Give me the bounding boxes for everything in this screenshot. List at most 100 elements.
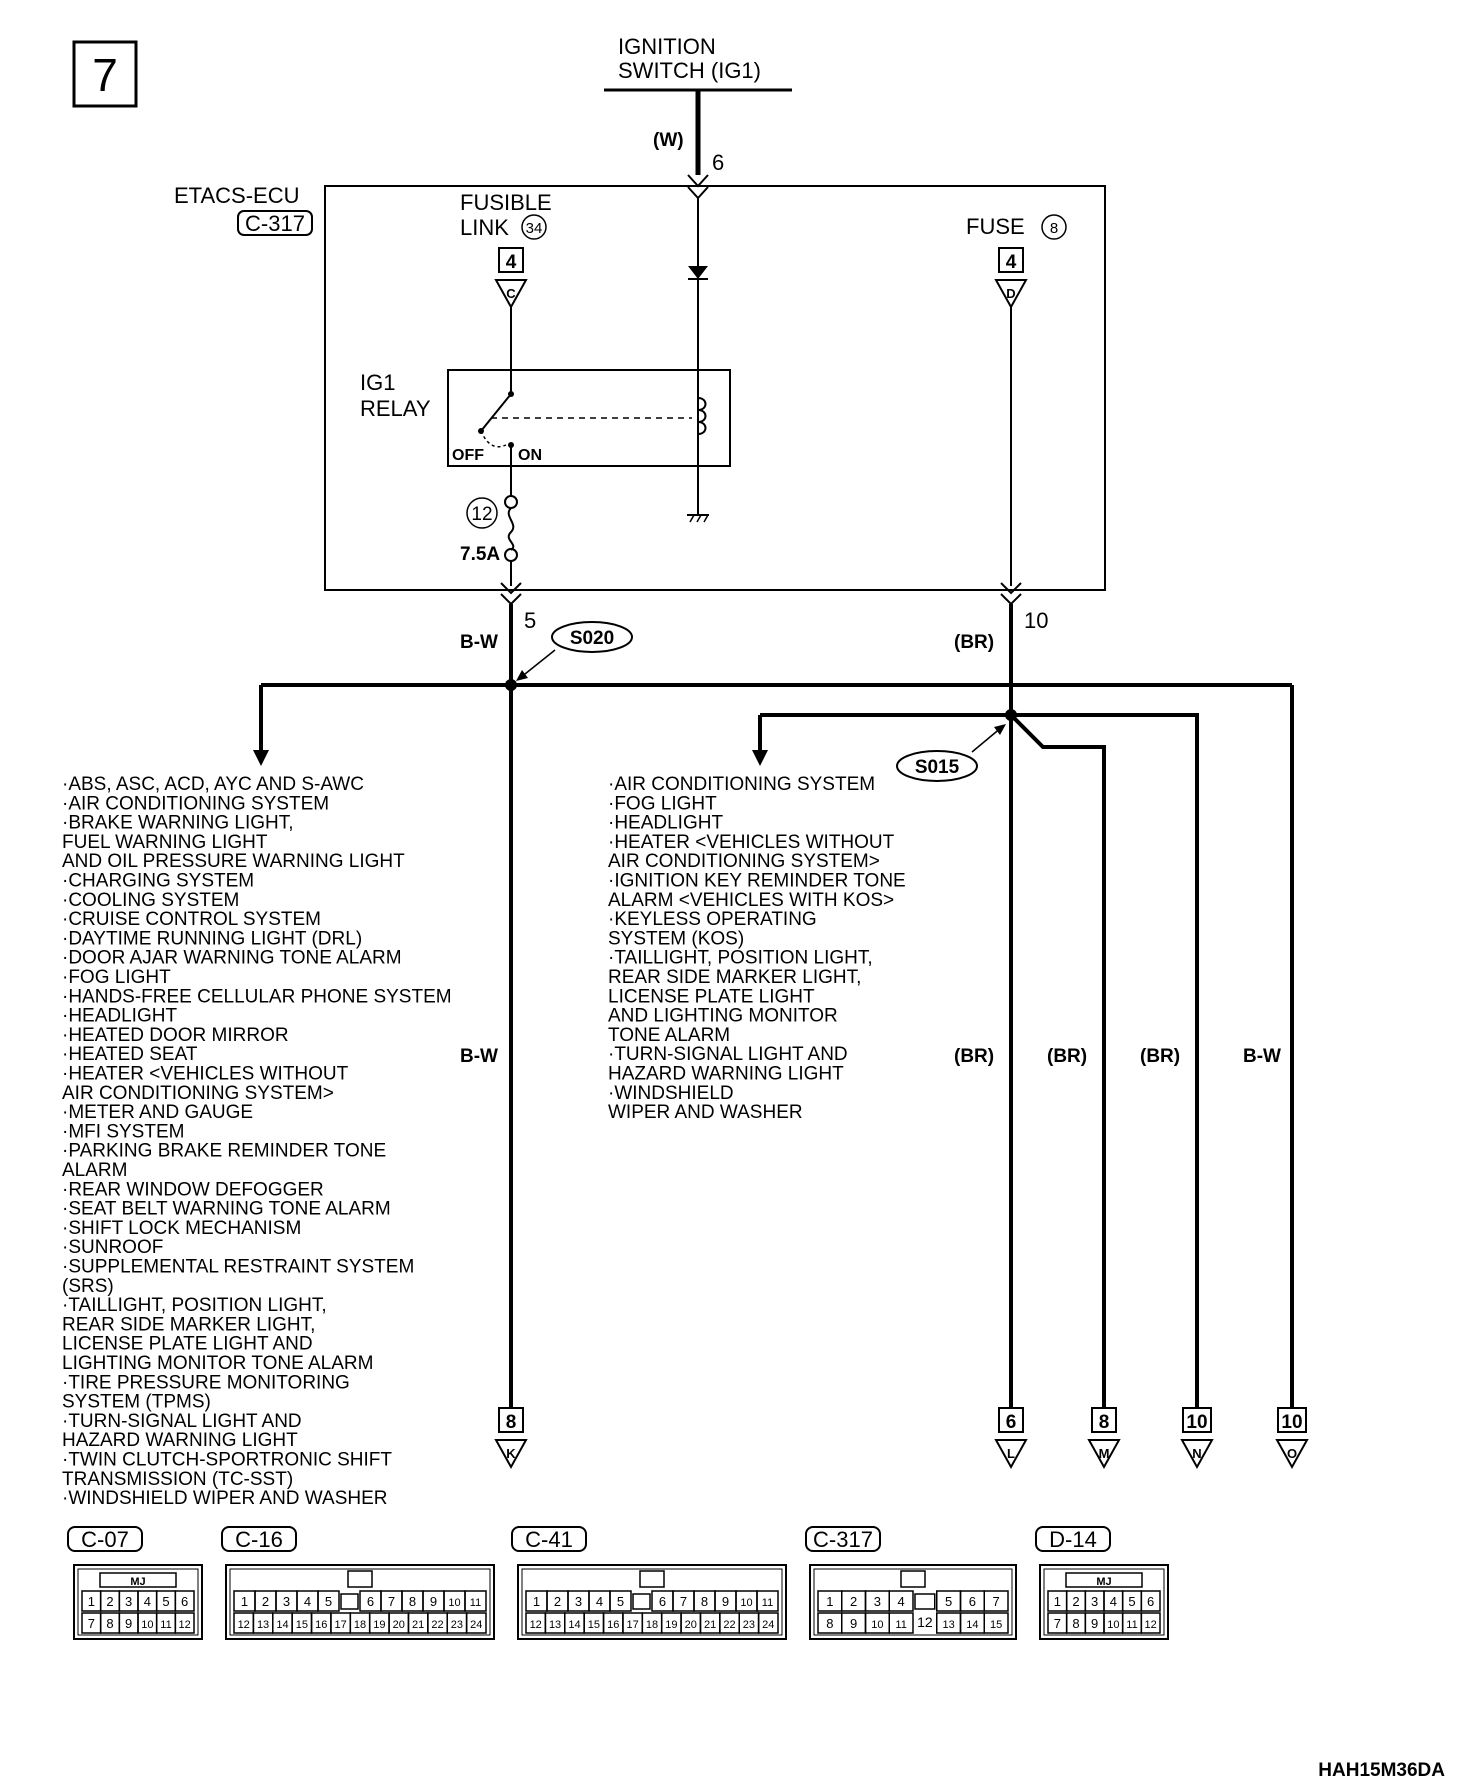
- connector-pin: 9: [1091, 1616, 1098, 1631]
- ground-hatch-1: [689, 514, 695, 523]
- connector-lock: [900, 1570, 926, 1588]
- left-list-item: ·SEAT BELT WARNING TONE ALARM: [62, 1199, 391, 1220]
- left-list-item: (SRS): [62, 1276, 114, 1297]
- left-list-item: AIR CONDITIONING SYSTEM>: [62, 1083, 334, 1104]
- connector-id-badge: [1035, 1526, 1111, 1552]
- connector-pin: 14: [568, 1619, 580, 1631]
- connector-pin: 16: [607, 1619, 619, 1631]
- right-list-item: ·HEADLIGHT: [608, 813, 723, 834]
- top-wire-pin: 6: [712, 150, 724, 175]
- fusible-link-number: 34: [526, 220, 543, 237]
- right-list-item: TONE ALARM: [608, 1025, 730, 1046]
- connector-pin: 6: [1147, 1594, 1154, 1609]
- connector-pin-cell: [1140, 1590, 1161, 1612]
- relay-switch-arm: [480, 393, 512, 432]
- connector-inner-outline: [521, 1568, 783, 1636]
- connector-pin: 11: [1126, 1619, 1137, 1631]
- page-ref-box: [1182, 1407, 1212, 1433]
- left-list-item: AND OIL PRESSURE WARNING LIGHT: [62, 851, 405, 872]
- fuse-label: FUSE: [966, 214, 1025, 239]
- splice-s020-node: [505, 679, 517, 691]
- connector-pin: 4: [1110, 1594, 1117, 1609]
- connector-pin: 3: [1091, 1594, 1098, 1609]
- connector-pin: 10: [448, 1597, 460, 1609]
- connector-pin-cell: [609, 1590, 632, 1612]
- connector-pin: 12: [1145, 1619, 1157, 1631]
- connector-pin: 1: [88, 1594, 95, 1609]
- connector-empty-cavity: [914, 1593, 936, 1610]
- connector-pin: 20: [393, 1619, 405, 1631]
- left-list-item: ·TWIN CLUTCH-SPORTRONIC SHIFT: [62, 1450, 392, 1471]
- relay-label-2: RELAY: [360, 396, 431, 421]
- connector-pin: 24: [762, 1619, 774, 1631]
- right-list-item: ·TAILLIGHT, POSITION LIGHT,: [608, 948, 873, 969]
- connector-pin: 16: [315, 1619, 327, 1631]
- fuse12-number: 12: [471, 504, 492, 525]
- connector-id: C-317: [813, 1527, 873, 1552]
- br-wire-m: [1009, 713, 1106, 1408]
- s020-pointer-head: [516, 670, 528, 681]
- left-list-item: ·TURN-SIGNAL LIGHT AND: [62, 1411, 302, 1432]
- right-list-item: ALARM <VEHICLES WITH KOS>: [608, 890, 894, 911]
- fuse12-element: [507, 507, 515, 551]
- connector-id: C-41: [525, 1527, 573, 1552]
- connector-pin: 9: [430, 1594, 437, 1609]
- connector-pin: 7: [388, 1594, 395, 1609]
- left-list-item: ·SHIFT LOCK MECHANISM: [62, 1218, 301, 1239]
- s020-pointer: [519, 649, 556, 679]
- left-list-item: ·TAILLIGHT, POSITION LIGHT,: [62, 1295, 327, 1316]
- connector-pin: 8: [826, 1616, 833, 1631]
- page-ref-triangle: [1275, 1439, 1309, 1470]
- fusible-link-label-1: FUSIBLE: [460, 190, 552, 215]
- left-list-item: ·FOG LIGHT: [62, 967, 171, 988]
- left-list-item: ·SUNROOF: [62, 1237, 163, 1258]
- connector-pin: 4: [144, 1594, 151, 1609]
- connector-body: [809, 1564, 1017, 1640]
- figure-code: HAH15M36DA: [1318, 1760, 1445, 1781]
- connector-pin: 2: [554, 1594, 561, 1609]
- connector-pin: 2: [106, 1594, 113, 1609]
- page-number-box: [72, 40, 138, 108]
- connector-pin: 13: [549, 1619, 561, 1631]
- fusible-link-pin-box: [498, 247, 524, 273]
- connector-pin: 4: [898, 1594, 905, 1609]
- connector-lock: [347, 1570, 373, 1588]
- connector-pin: 21: [412, 1619, 424, 1631]
- right-list-item: ·IGNITION KEY REMINDER TONE: [608, 871, 906, 892]
- connector-pin: 5: [617, 1594, 624, 1609]
- left-list-item: ·HEATED SEAT: [62, 1044, 198, 1065]
- connector-pin: 13: [943, 1619, 955, 1631]
- page-ref-number: 8: [1099, 1412, 1110, 1433]
- left-list-item: ·COOLING SYSTEM: [62, 890, 239, 911]
- connector-pin: 10: [871, 1619, 883, 1631]
- fuse-number-circle: [1041, 214, 1067, 240]
- left-list-item: ·METER AND GAUGE: [62, 1102, 253, 1123]
- page-ref-letter: N: [1192, 1446, 1201, 1461]
- left-system-list: ·ABS, ASC, ACD, AYC AND S-AWC·AIR CONDIT…: [62, 774, 452, 1509]
- connector-pin: 10: [740, 1597, 752, 1609]
- connector-pin-cell: [174, 1612, 195, 1634]
- connector-pin: 6: [969, 1594, 976, 1609]
- connector-pin: 11: [470, 1597, 481, 1609]
- connector-mj-label: MJ: [130, 1576, 145, 1588]
- connector-pin-cell: [756, 1590, 779, 1612]
- fusible-link-label-2: LINK: [460, 215, 509, 240]
- left-list-item: ·BRAKE WARNING LIGHT,: [62, 813, 294, 834]
- connector-pin: 5: [1128, 1594, 1135, 1609]
- connector-pin: 3: [125, 1594, 132, 1609]
- relay-label-1: IG1: [360, 370, 395, 395]
- connector-pin: 9: [850, 1616, 857, 1631]
- ground-hatch-3: [703, 514, 709, 523]
- connector-pin: 11: [762, 1597, 773, 1609]
- connector-pin: 5: [325, 1594, 332, 1609]
- right-list-item: ·KEYLESS OPERATING: [608, 909, 817, 930]
- left-list-item: FUEL WARNING LIGHT: [62, 832, 268, 853]
- connector-pin-cell: [888, 1590, 914, 1612]
- fuse-pin: 4: [1006, 252, 1017, 273]
- connector-pin: 18: [354, 1619, 366, 1631]
- page-ref-box: [998, 1407, 1024, 1433]
- left-list-item: ·AIR CONDITIONING SYSTEM: [62, 793, 329, 814]
- connector-pin: 3: [874, 1594, 881, 1609]
